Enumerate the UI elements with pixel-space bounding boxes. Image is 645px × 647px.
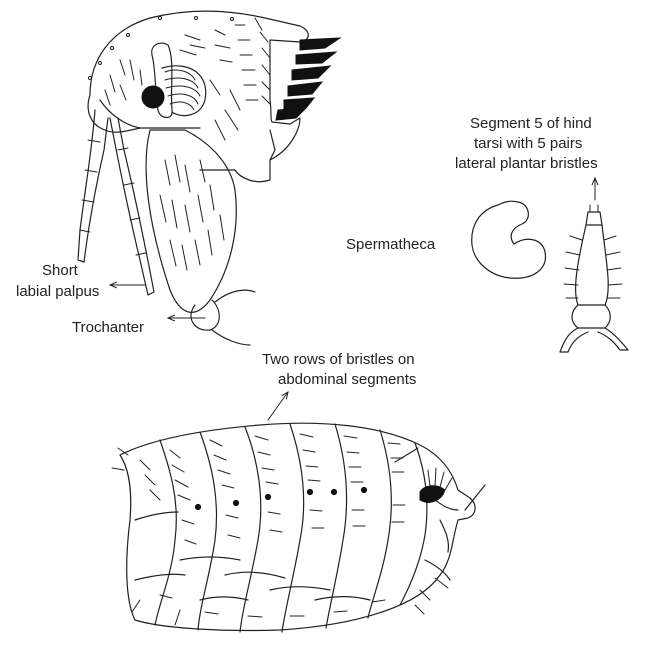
label-segment5-line2: tarsi with 5 pairs <box>474 134 582 153</box>
flea-abdomen-illustration <box>112 392 485 632</box>
antenna-club <box>162 66 206 116</box>
genal-comb <box>276 38 340 120</box>
sensilium <box>420 486 445 503</box>
label-two-rows-line2: abdominal segments <box>278 370 416 389</box>
eye <box>142 86 164 108</box>
labial-palpus <box>78 110 154 295</box>
hind-tarsus-segment <box>560 205 628 352</box>
label-trochanter: Trochanter <box>72 318 144 337</box>
spermatheca-shape <box>472 201 546 278</box>
coxa <box>146 130 236 312</box>
label-short-labial-palpus-line1: Short <box>42 261 78 280</box>
label-spermatheca: Spermatheca <box>346 235 435 254</box>
label-segment5-line1: Segment 5 of hind <box>470 114 592 133</box>
flea-head-illustration <box>78 11 340 345</box>
label-short-labial-palpus-line2: labial palpus <box>16 282 99 301</box>
label-two-rows-line1: Two rows of bristles on <box>262 350 415 369</box>
label-segment5-line3: lateral plantar bristles <box>455 154 598 173</box>
trochanter-shape <box>191 300 219 330</box>
